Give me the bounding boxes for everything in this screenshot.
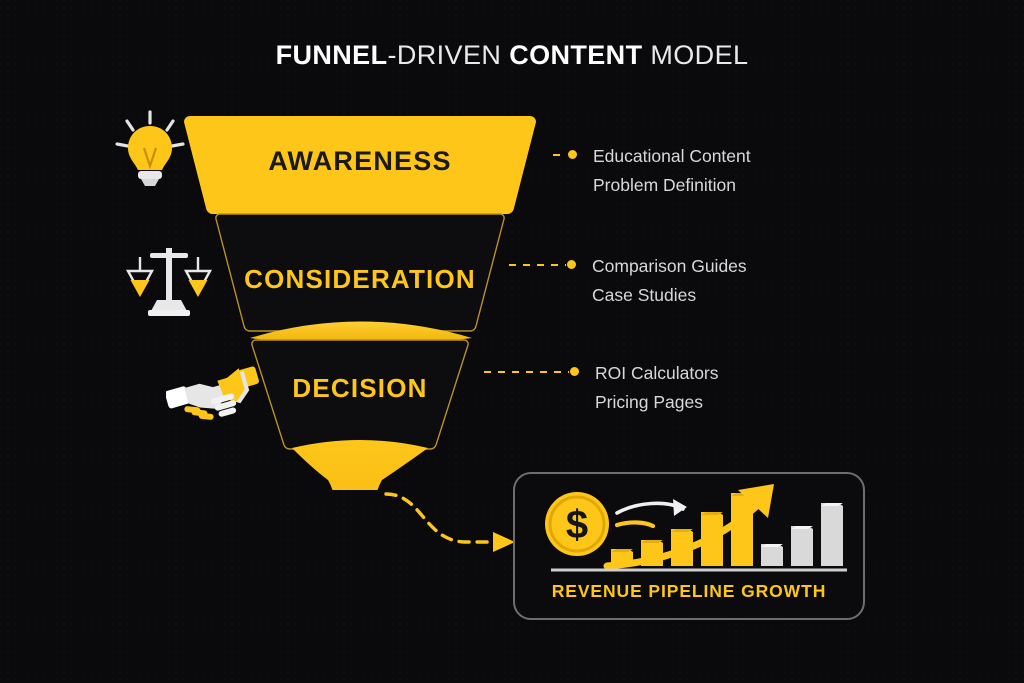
callout-decision: ROI Calculators Pricing Pages bbox=[484, 359, 719, 417]
funnel-label-consideration: CONSIDERATION bbox=[244, 264, 476, 294]
funnel-label-awareness: AWARENESS bbox=[268, 146, 451, 176]
growth-arrow-icon bbox=[603, 484, 774, 570]
funnel-pour-drip bbox=[292, 440, 428, 490]
balance-scales-icon bbox=[126, 248, 212, 316]
page-title: FUNNEL-DRIVEN CONTENT MODEL bbox=[0, 40, 1024, 71]
title-segment-driven: -DRIVEN bbox=[387, 40, 510, 70]
callout-text-list: Comparison Guides Case Studies bbox=[592, 252, 747, 310]
callout-item: Problem Definition bbox=[593, 175, 736, 195]
callout-item: Comparison Guides bbox=[592, 256, 747, 276]
callout-consideration: Comparison Guides Case Studies bbox=[509, 252, 747, 310]
title-segment-funnel: FUNNEL bbox=[275, 40, 388, 70]
swoosh-arrow-icon bbox=[614, 499, 687, 529]
callout-text-list: Educational Content Problem Definition bbox=[593, 142, 751, 200]
growth-card-caption: REVENUE PIPELINE GROWTH bbox=[551, 581, 827, 601]
title-segment-model: MODEL bbox=[642, 40, 749, 70]
handshake-icon bbox=[166, 366, 259, 420]
callout-dot bbox=[568, 150, 577, 159]
callout-item: Educational Content bbox=[593, 146, 751, 166]
funnel-label-decision: DECISION bbox=[292, 373, 427, 403]
callout-dot bbox=[567, 260, 576, 269]
title-segment-content: CONTENT bbox=[509, 40, 643, 70]
callout-leader-line bbox=[553, 154, 567, 156]
callout-item: ROI Calculators bbox=[595, 363, 719, 383]
funnel-diagram: AWARENESS CONSIDERATION DECISION bbox=[184, 116, 536, 490]
callout-leader-line bbox=[509, 264, 566, 266]
dollar-coin-icon: $ bbox=[545, 492, 609, 556]
callout-text-list: ROI Calculators Pricing Pages bbox=[595, 359, 719, 417]
funnel-segment-decision bbox=[251, 339, 469, 450]
growth-chart-illustration: $ bbox=[545, 484, 847, 572]
callout-item: Case Studies bbox=[592, 285, 697, 305]
callout-awareness: Educational Content Problem Definition bbox=[553, 142, 751, 200]
callout-leader-line bbox=[484, 371, 569, 373]
funnel-segment-awareness bbox=[184, 116, 536, 215]
revenue-growth-card: $ bbox=[513, 472, 865, 620]
funnel-to-growth-arrow bbox=[384, 492, 515, 552]
callout-item: Pricing Pages bbox=[595, 392, 703, 412]
lightbulb-icon bbox=[115, 110, 185, 186]
svg-text:$: $ bbox=[566, 503, 588, 547]
callout-dot bbox=[570, 367, 579, 376]
funnel-segment-consideration bbox=[215, 213, 505, 332]
